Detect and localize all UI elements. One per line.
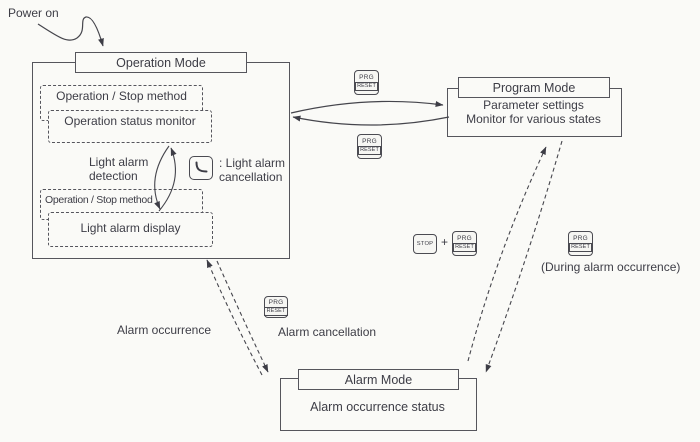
reset-key-label: RESET (357, 146, 382, 155)
operation-stop-method-label-2: Operation / Stop method (45, 194, 153, 206)
prg-reset-key-during-alarm: PRG RESET (568, 231, 593, 256)
alarm-to-program-dashed-arrow (467, 146, 547, 362)
enter-key-icon (189, 156, 213, 180)
light-alarm-cancellation-line1: : Light alarm (219, 156, 286, 170)
reset-key-label: RESET (452, 243, 477, 252)
prg-key-label: PRG (362, 138, 377, 145)
program-mode-title: Program Mode (492, 80, 576, 95)
operation-status-monitor-label: Operation status monitor (64, 114, 196, 128)
operation-status-monitor-box: Operation status monitor (48, 110, 212, 143)
prg-reset-key-top: PRG RESET (354, 70, 379, 95)
parameter-settings-label: Parameter settings (483, 98, 584, 112)
power-on-label: Power on (8, 6, 59, 20)
alarm-mode-title: Alarm Mode (344, 372, 413, 387)
reset-key-label: RESET (568, 243, 593, 252)
enter-key-glyph (195, 161, 208, 173)
prg-reset-key-bottom: PRG RESET (357, 134, 382, 159)
light-alarm-detection-line1: Light alarm (89, 155, 149, 169)
alarm-mode-body: Alarm occurrence status (310, 400, 445, 414)
plus-sign: + (441, 235, 449, 249)
light-alarm-detection-label: Light alarm detection (89, 155, 149, 183)
prg-key-label: PRG (359, 74, 374, 81)
monitor-states-label: Monitor for various states (466, 111, 601, 126)
operation-mode-title: Operation Mode (116, 55, 206, 70)
reset-key-label: RESET (354, 82, 379, 91)
prg-reset-key-alarm-cancel: PRG RESET (264, 296, 288, 318)
stop-key-label: STOP (416, 241, 434, 247)
program-mode-body: Parameter settings Monitor for various s… (447, 98, 620, 126)
prg-reset-key-combo: PRG RESET (452, 231, 477, 256)
operation-to-program-arrow (290, 100, 444, 114)
prg-key-label: PRG (268, 298, 284, 306)
light-alarm-cancellation-line2: cancellation (219, 169, 283, 184)
alarm-cancellation-label: Alarm cancellation (278, 325, 377, 339)
program-to-operation-arrow (292, 115, 450, 126)
program-mode-title-box: Program Mode (458, 77, 610, 98)
alarm-occurrence-label: Alarm occurrence (117, 323, 212, 337)
reset-key-label: RESET (264, 306, 288, 316)
prg-key-label: PRG (457, 235, 472, 242)
light-alarm-display-box: Light alarm display (48, 212, 213, 247)
prg-key-label: PRG (573, 235, 588, 242)
alarm-to-operation-dashed-arrow (206, 259, 263, 376)
program-to-alarm-dashed-arrow (485, 140, 563, 373)
operation-to-alarm-dashed-arrow (216, 260, 269, 373)
light-alarm-display-label: Light alarm display (80, 221, 181, 235)
alarm-mode-title-box: Alarm Mode (298, 369, 459, 390)
power-on-arrow (37, 16, 104, 47)
during-alarm-occurrence-label: (During alarm occurrence) (541, 260, 681, 274)
operation-mode-title-box: Operation Mode (75, 52, 247, 73)
stop-key: STOP (413, 234, 437, 254)
light-alarm-detection-line2: detection (89, 168, 138, 183)
light-alarm-cancellation-label: : Light alarm cancellation (219, 156, 286, 184)
operation-stop-method-label-1: Operation / Stop method (56, 89, 187, 103)
